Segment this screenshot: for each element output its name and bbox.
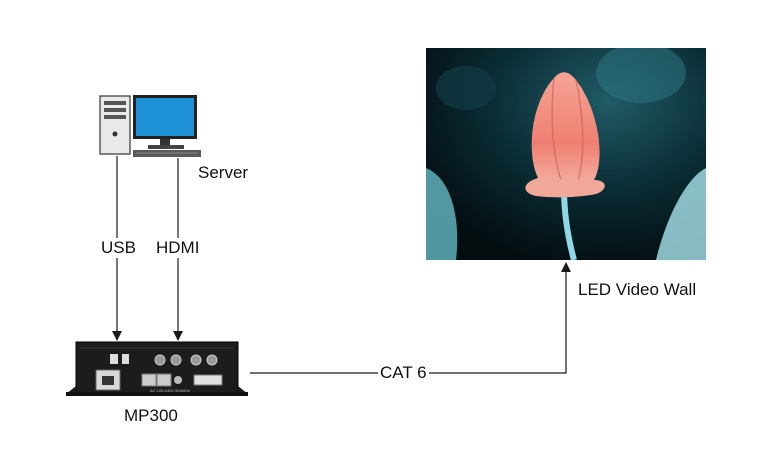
server-label: Server [196, 163, 251, 183]
mp300-label: MP300 [122, 406, 180, 426]
led-video-wall-screen [426, 48, 706, 260]
tower-case [99, 95, 131, 155]
cat6-label: CAT 6 [378, 363, 429, 383]
svg-text:AC 100-240V 50/60Hz: AC 100-240V 50/60Hz [150, 388, 190, 393]
dvi-port [193, 374, 223, 386]
cat6-connection-line [250, 262, 571, 374]
usb-label: USB [99, 238, 138, 258]
rj45-port-1 [141, 373, 157, 387]
monitor-screen [136, 98, 194, 136]
hdmi-label: HDMI [154, 238, 202, 258]
mp300-controller-icon: AC 100-240V 50/60Hz [66, 341, 248, 396]
rj45-port-2 [156, 373, 172, 387]
led-video-wall-label: LED Video Wall [576, 280, 699, 300]
lotus-bud-image [426, 48, 706, 260]
server-computer-icon [99, 95, 201, 157]
